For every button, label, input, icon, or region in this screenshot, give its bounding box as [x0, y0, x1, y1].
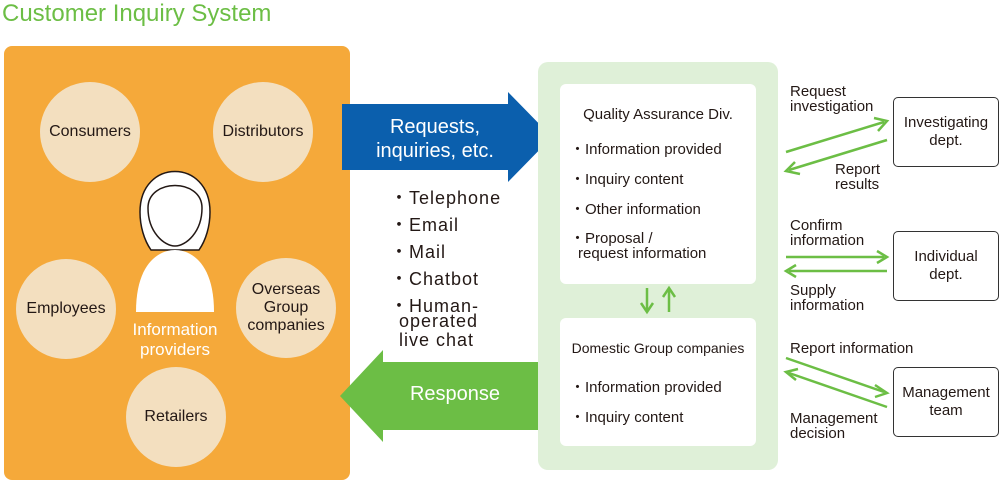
request-investigation-label: Request investigation — [790, 84, 873, 114]
domestic-item: ・Information provided — [570, 379, 722, 396]
flow-label-line: Report — [835, 161, 881, 178]
domestic-item: ・Inquiry content — [570, 409, 684, 426]
response-arrow-label: Response — [409, 383, 501, 405]
flow-label-line: information — [790, 232, 865, 249]
requests-label-line: inquiries, etc. — [376, 140, 494, 162]
channel-live-chat-line: ・Human- — [390, 296, 480, 316]
retailers-label: Retailers — [144, 408, 208, 425]
qa-item: request information — [578, 245, 707, 262]
channel-email: ・Email — [390, 215, 460, 235]
dept-name-line: Individual — [914, 248, 978, 265]
flow-label-line: decision — [790, 425, 846, 442]
consumers-circle: Consumers — [40, 82, 140, 182]
confirm-information-label: Confirm information — [790, 218, 864, 248]
distributors-circle: Distributors — [213, 82, 313, 182]
overseas-label-line: Group — [263, 299, 309, 316]
channel-telephone: ・Telephone — [390, 188, 502, 208]
distributors-label: Distributors — [222, 123, 304, 140]
dept-name-line: Management — [902, 384, 990, 401]
qa-box-title: Quality Assurance Div. — [583, 106, 733, 123]
flow-label-line: Confirm — [790, 217, 843, 234]
overseas-label-line: companies — [247, 317, 325, 334]
providers-label-line: providers — [140, 340, 210, 359]
quality-assurance-box: Quality Assurance Div. ・Information prov… — [560, 84, 756, 284]
retailers-circle: Retailers — [126, 367, 226, 467]
individual-dept-box: Individual dept. — [893, 231, 999, 301]
dept-name-line: dept. — [929, 132, 963, 149]
flow-label-line: results — [835, 176, 880, 193]
investigating-dept-box: Investigating dept. — [893, 97, 999, 167]
individual-flow-arrows — [783, 249, 890, 279]
overseas-group-circle: Overseas Group companies — [236, 258, 336, 358]
domestic-box-title: Domestic Group companies — [571, 340, 745, 356]
domestic-group-box: Domestic Group companies ・Information pr… — [560, 318, 756, 446]
dept-name-line: Investigating — [903, 114, 989, 131]
flow-label-line: Report information — [790, 340, 914, 357]
requests-label-line: Requests, — [389, 116, 481, 138]
channel-live-chat-line: live chat — [399, 330, 475, 350]
dept-name-line: dept. — [929, 266, 963, 283]
management-team-box: Management team — [893, 367, 999, 437]
qa-item: ・Other information — [570, 201, 701, 218]
report-information-label: Report information — [790, 341, 913, 356]
flow-label-line: investigation — [790, 98, 874, 115]
employees-circle: Employees — [16, 259, 116, 359]
information-providers-label: Information providers — [120, 320, 230, 360]
management-flow-arrows — [783, 356, 890, 409]
employees-label: Employees — [26, 300, 106, 317]
overseas-label-line: Overseas — [251, 281, 321, 298]
channel-chatbot: ・Chatbot — [390, 269, 480, 289]
flow-label-line: Request — [790, 83, 846, 100]
providers-label-line: Information — [132, 320, 218, 339]
report-results-label: Report results — [835, 162, 880, 192]
flow-label-line: information — [790, 297, 865, 314]
channel-mail: ・Mail — [390, 242, 447, 262]
channel-live-chat-line: operated — [399, 311, 479, 331]
requests-arrow-label: Requests, inquiries, etc. — [360, 115, 510, 163]
flow-label-line: Management — [790, 410, 878, 427]
qa-item: ・Proposal / — [570, 230, 653, 247]
flow-label-line: Supply — [790, 282, 836, 299]
consumers-label: Consumers — [49, 123, 131, 140]
page-title: Customer Inquiry System — [2, 0, 272, 27]
qa-item: ・Information provided — [570, 141, 722, 158]
qa-item: ・Inquiry content — [570, 171, 684, 188]
supply-information-label: Supply information — [790, 283, 864, 313]
dept-name-line: team — [929, 402, 963, 419]
management-decision-label: Management decision — [790, 411, 878, 441]
